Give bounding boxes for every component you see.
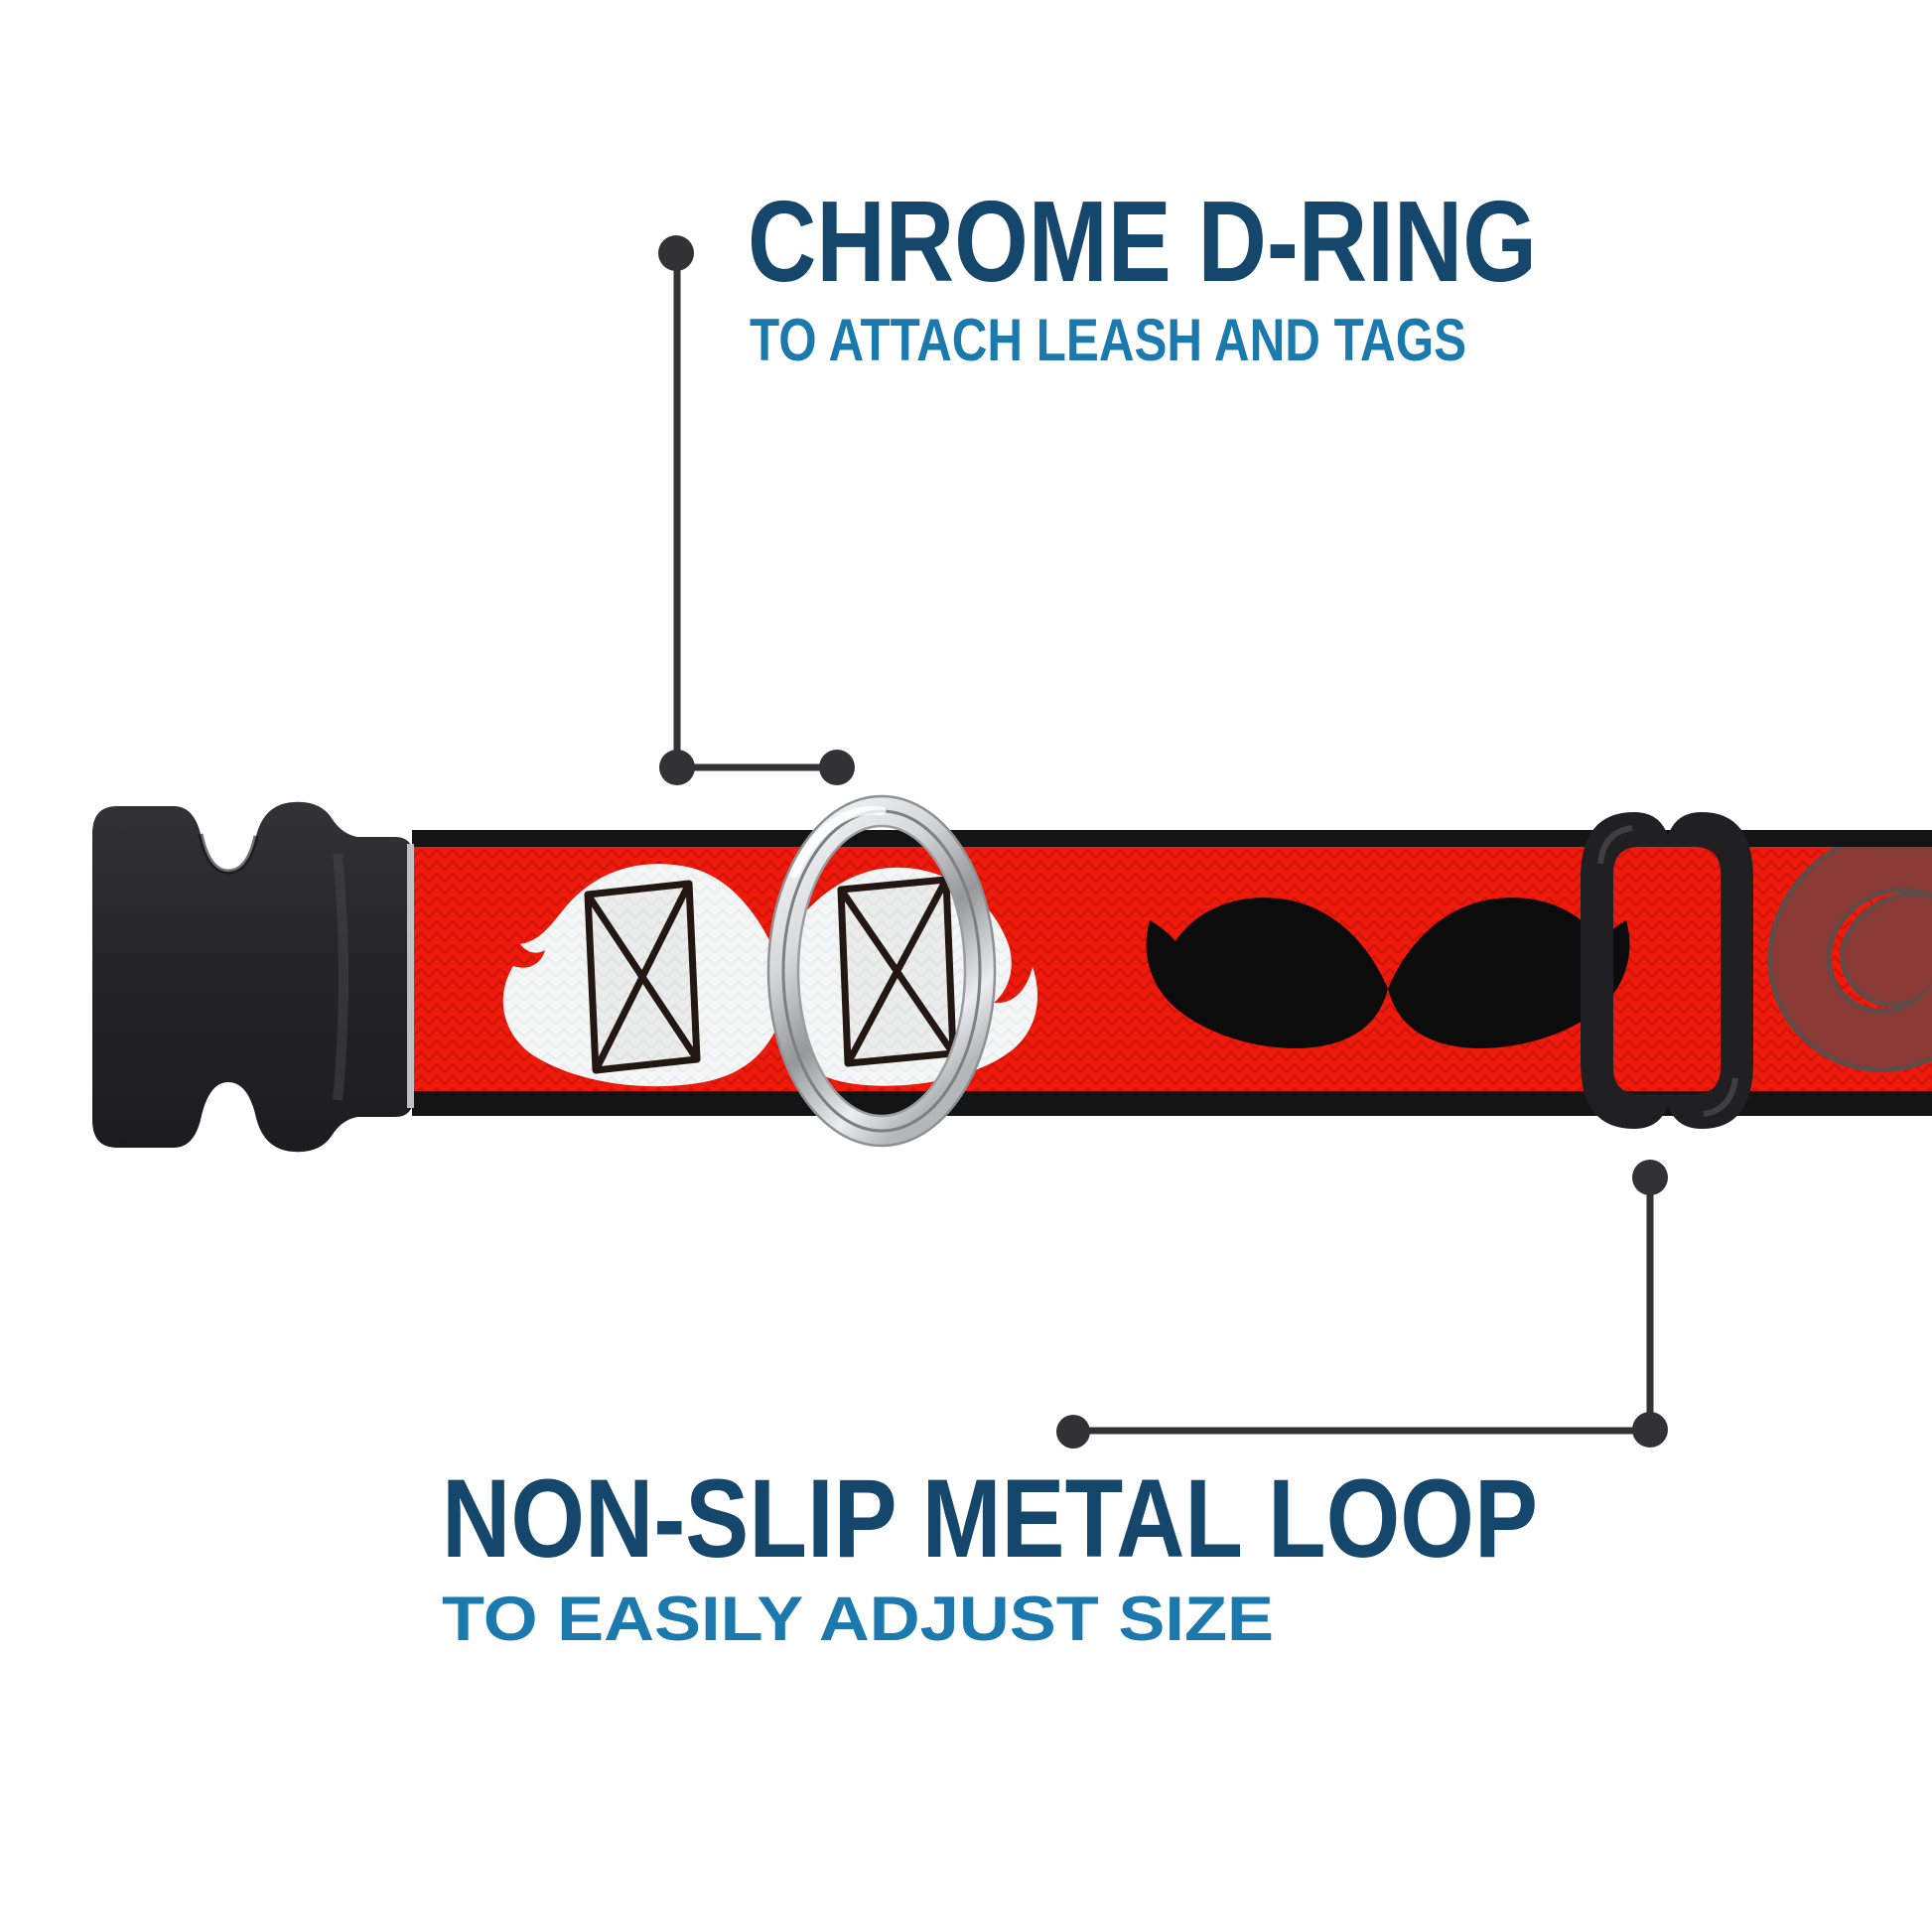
- chrome-d-ring: [766, 794, 997, 1148]
- adjuster-metal-loop: [1581, 812, 1753, 1129]
- callout-dot: [658, 235, 694, 271]
- callout-dot: [1632, 1160, 1668, 1195]
- d-ring-subtitle: TO ATTACH LEASH AND TAGS: [750, 307, 1466, 373]
- loop-highlight: [1597, 825, 1633, 865]
- d-ring-highlight: [789, 805, 887, 879]
- metal-loop-title: NON-SLIP METAL LOOP: [442, 1456, 1538, 1581]
- callout-dot: [1056, 1415, 1090, 1449]
- callout-metal-loop: [1056, 1160, 1668, 1449]
- d-ring-title: CHROME D-RING: [748, 177, 1537, 306]
- callout-d-ring: [658, 235, 855, 785]
- black-mustache-print: [1146, 897, 1630, 1048]
- buckle-strap-gap: [407, 844, 414, 1108]
- swirl-print: [1767, 847, 1932, 1073]
- side-release-buckle: [92, 801, 414, 1153]
- crossed-box-right: [837, 876, 957, 1067]
- buckle-highlight: [333, 853, 348, 1101]
- white-mustache-print: [502, 864, 1038, 1087]
- callout-dot: [659, 750, 695, 785]
- crossed-box-left: [584, 880, 701, 1074]
- metal-loop-subtitle: TO EASILY ADJUST SIZE: [442, 1585, 1274, 1654]
- callout-dot: [1632, 1412, 1668, 1448]
- callout-dot: [819, 750, 855, 785]
